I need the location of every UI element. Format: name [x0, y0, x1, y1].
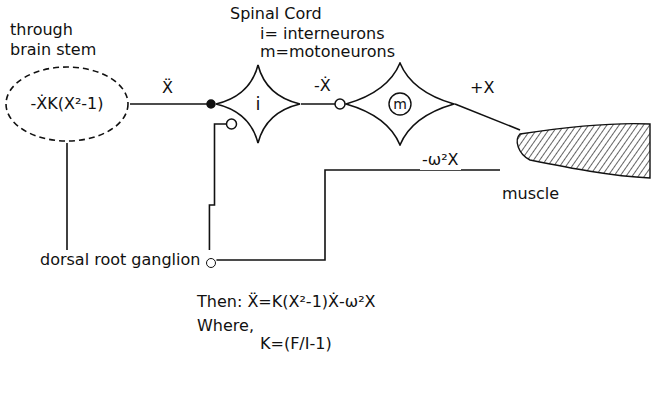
synapse-ring — [335, 99, 345, 109]
node-text: through brain stem — [10, 20, 110, 60]
brain-stem-ellipse: through brain stem -ẊK(X²-1) — [4, 20, 130, 145]
formula-text: -ẊK(X²-1) — [30, 94, 103, 114]
equation: K=(F/I-1) — [258, 334, 334, 354]
connector — [455, 104, 520, 130]
ganglion-node: dorsal root ganglion — [40, 250, 216, 270]
connector-line — [455, 104, 520, 130]
signal-label: -ω²X — [420, 150, 461, 170]
signal-label: +X — [468, 78, 496, 98]
signal-label: -Ẋ — [312, 76, 333, 96]
node-text: dorsal root ganglion — [40, 250, 200, 270]
muscle-figure: muscle — [500, 120, 652, 208]
motoneuron-shape: m — [345, 62, 455, 146]
connector-line — [130, 103, 215, 105]
dashed-ellipse — [6, 67, 128, 141]
signal-label: Ẍ — [160, 78, 175, 98]
muscle-body — [517, 124, 650, 178]
synapse-ring — [227, 119, 237, 129]
node-text: muscle — [502, 184, 559, 204]
region-title: Spinal Cord — [228, 4, 324, 24]
legend-note: m=motoneurons — [258, 42, 397, 62]
connector-line — [209, 124, 236, 250]
legend-note: i= interneurons — [258, 24, 387, 44]
synapse-dot — [207, 100, 215, 108]
node-text: m — [345, 62, 455, 146]
connector — [216, 170, 500, 260]
node-body: -ẊK(X²-1) — [4, 65, 130, 143]
ganglion-circle — [206, 258, 216, 268]
connector-line — [216, 170, 500, 260]
node-text: i — [215, 64, 301, 144]
motoneuron-body — [346, 63, 454, 145]
interneuron-shape: i — [215, 64, 301, 144]
connector-line — [66, 143, 68, 250]
equation-note: Where, — [195, 316, 256, 336]
equation: Then: Ẍ=K(X²-1)Ẋ-ω²X — [195, 292, 378, 312]
connector — [209, 119, 236, 250]
connector — [301, 99, 345, 109]
connector — [130, 100, 215, 108]
interneuron-body — [216, 65, 300, 143]
connector — [67, 143, 68, 250]
